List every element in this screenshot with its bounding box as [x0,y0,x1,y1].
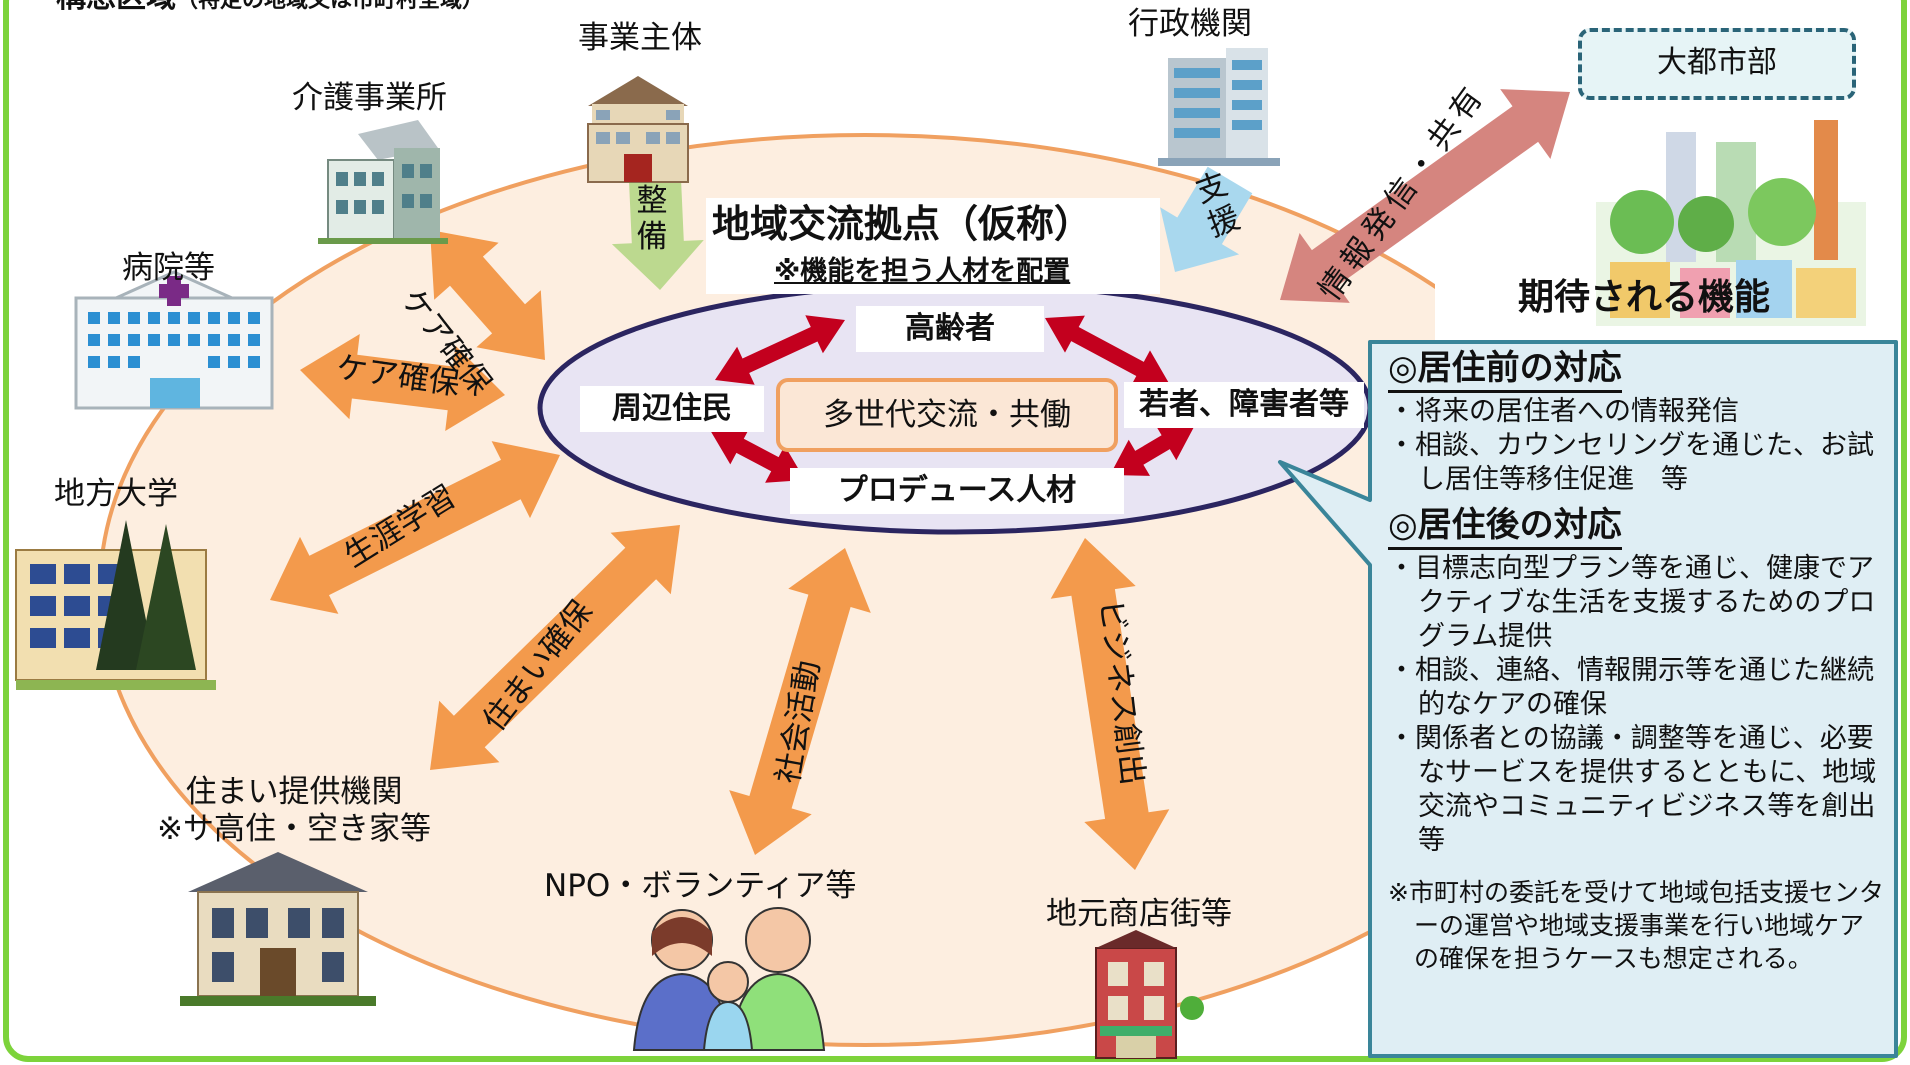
housing-label: 住まい提供機関 ※サ高住・空き家等 [134,774,454,848]
city-skyline-icon [1596,120,1866,326]
expected-bubble-text: ◎居住前の対応 ・将来の居住者への情報発信 ・相談、カウンセリングを通じた、お試… [1388,348,1902,975]
hospital-window [248,334,260,346]
care-office-icon [318,120,448,244]
care-office-label: 介護事業所 [292,80,447,116]
hospital-window [188,312,200,324]
hub-node-producer: プロデュース人材 [790,468,1124,514]
arrow-label-seibi: 整備 [636,183,668,255]
business-label: 事業主体 [578,20,702,56]
post-item: ・相談、連絡、情報開示等を通じた継続的なケアの確保 [1388,655,1874,720]
arrow-hub-br [1110,424,1195,476]
arrow-university [270,441,560,614]
shops-label: 地元商店街等 [1046,896,1232,932]
hospital-window [208,312,220,324]
arrow-shops [1050,538,1170,870]
hospital-window [248,356,260,368]
hub-title-bg [706,198,1160,294]
region-title-sub: （特定の地域又は市町村全域） [176,0,485,13]
pre-item: ・相談、カウンセリングを通じた、お試し居住等移住促進 等 [1388,430,1874,495]
hospital-window [228,334,240,346]
government-label: 行政機関 [1128,6,1252,42]
arrow-info-share [1280,89,1570,303]
hospital-window [108,334,120,346]
npo-label: NPO・ボランティア等 [544,868,857,904]
hospital-window [88,312,100,324]
hospital-window [108,312,120,324]
hospital-window [88,334,100,346]
hospital-window [248,312,260,324]
hospital-window [228,356,240,368]
pre-heading: ◎居住前の対応 [1388,348,1888,393]
housing-house-icon [180,852,376,1006]
hospital-window [88,356,100,368]
hospital-label: 病院等 [122,250,215,286]
hub-title: 地域交流拠点（仮称） [712,202,1093,246]
arrow-hub-bl [710,427,805,483]
hub-node-elderly: 高齢者 [856,306,1044,352]
region-title-main: 構想区域 [56,0,176,15]
hub-node-youth: 若者、障害者等 [1124,382,1364,428]
npo-people-icon [632,907,826,1051]
arrow-hospital [300,334,505,431]
post-item: ・目標志向型プラン等を通じ、健康でアクティブな生活を支援するためのプログラム提供 [1388,553,1876,652]
arrow-npo [729,548,871,855]
hospital-window [168,312,180,324]
arrow-shien [1160,166,1253,272]
post-heading: ◎居住後の対応 [1388,505,1888,550]
government-building-icon [1158,48,1280,166]
region-title: 構想区域（特定の地域又は市町村全域） [56,0,484,16]
arrow-seibi [611,178,704,290]
hub-center-box: 多世代交流・共働 [776,378,1118,452]
business-building-icon [587,76,689,183]
arrow-hub-tl [715,315,845,385]
hospital-window [168,334,180,346]
hospital-window [148,312,160,324]
hospital-window [148,334,160,346]
expected-bubble [1278,340,1898,1058]
hospital-window [188,334,200,346]
hospital-window [128,356,140,368]
metro-box: 大都市部 [1578,28,1856,100]
university-icon [15,520,216,690]
hospital-window [128,334,140,346]
arrow-housing [430,525,680,770]
pre-item: ・将来の居住者への情報発信 [1388,396,1739,427]
arrow-hub-tr [1045,315,1170,388]
hospital-icon [74,270,274,410]
university-label: 地方大学 [54,476,178,512]
expected-title: 期待される機能 [1518,277,1771,318]
shop-building-icon [1095,930,1204,1059]
hospital-window [128,312,140,324]
hospital-window [208,334,220,346]
bubble-note: ※市町村の委託を受けて地域包括支援センターの運営や地域支援事業を行い地域ケアの確… [1388,878,1884,973]
post-item: ・関係者との協議・調整等を通じ、必要なサービスを提供するとともに、地域交流やコミ… [1388,723,1902,856]
hub-subtitle: ※機能を担う人材を配置 [774,256,1071,287]
hospital-window [108,356,120,368]
hospital-window [208,356,220,368]
housing-label-line1: 住まい提供機関 [185,774,403,810]
housing-label-line2: ※サ高住・空き家等 [157,811,431,848]
arrow-care-office [430,230,545,360]
hospital-window [228,312,240,324]
hub-node-residents: 周辺住民 [580,386,764,432]
